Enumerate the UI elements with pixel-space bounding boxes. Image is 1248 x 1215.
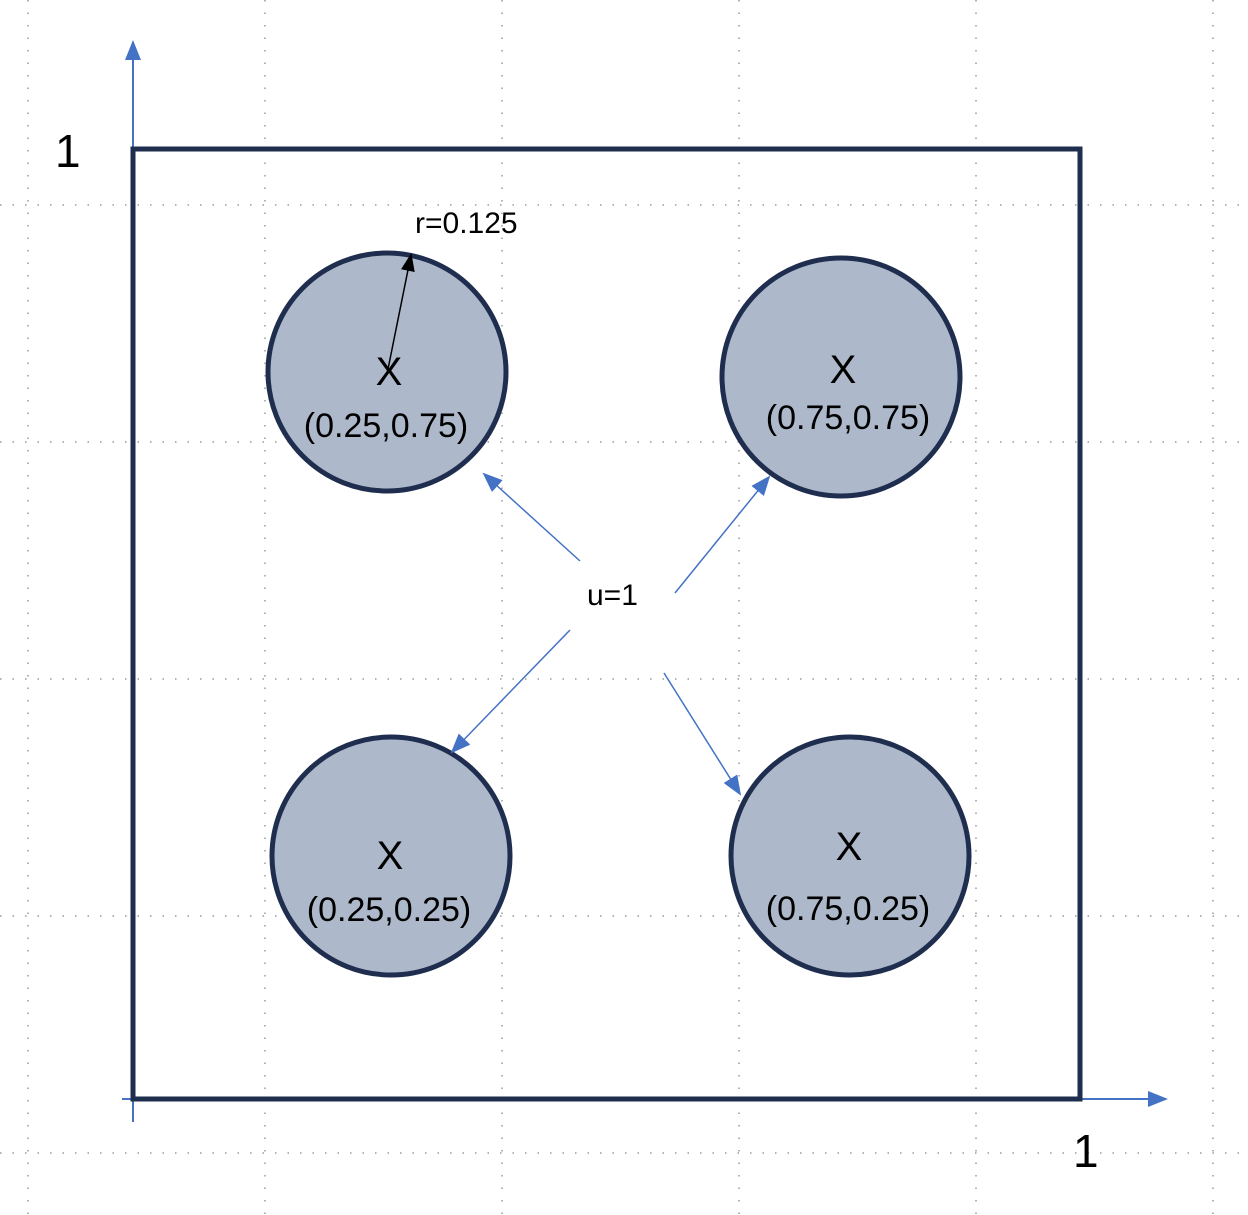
circle-top-right: X (0.75,0.75) [719,255,963,499]
circle-bottom-left: X (0.25,0.25) [269,734,513,978]
circle-shape [269,734,513,978]
center-coordinates: (0.25,0.75) [304,407,468,445]
center-marker: X [376,350,403,394]
circle-bottom-right: X (0.75,0.25) [728,734,972,978]
center-marker: X [836,825,863,869]
velocity-label: u=1 [587,579,638,612]
domain-square [130,146,1083,1102]
y-axis-label: 1 [55,125,81,177]
center-coordinates: (0.25,0.25) [307,891,471,929]
radius-arrow [386,253,415,375]
x-axis-label: 1 [1073,1125,1099,1177]
center-coordinates: (0.75,0.75) [766,399,930,437]
velocity-arrow-bottom-right [663,672,742,796]
center-marker: X [377,834,404,878]
velocity-arrow-top-right [674,475,771,594]
velocity-arrow-bottom-left [450,629,571,754]
circle-shape [719,255,963,499]
velocity-arrow-top-left [482,472,581,562]
circle-shape [728,734,972,978]
center-coordinates: (0.75,0.25) [766,890,930,928]
radius-label: r=0.125 [415,207,518,240]
center-marker: X [830,348,857,392]
